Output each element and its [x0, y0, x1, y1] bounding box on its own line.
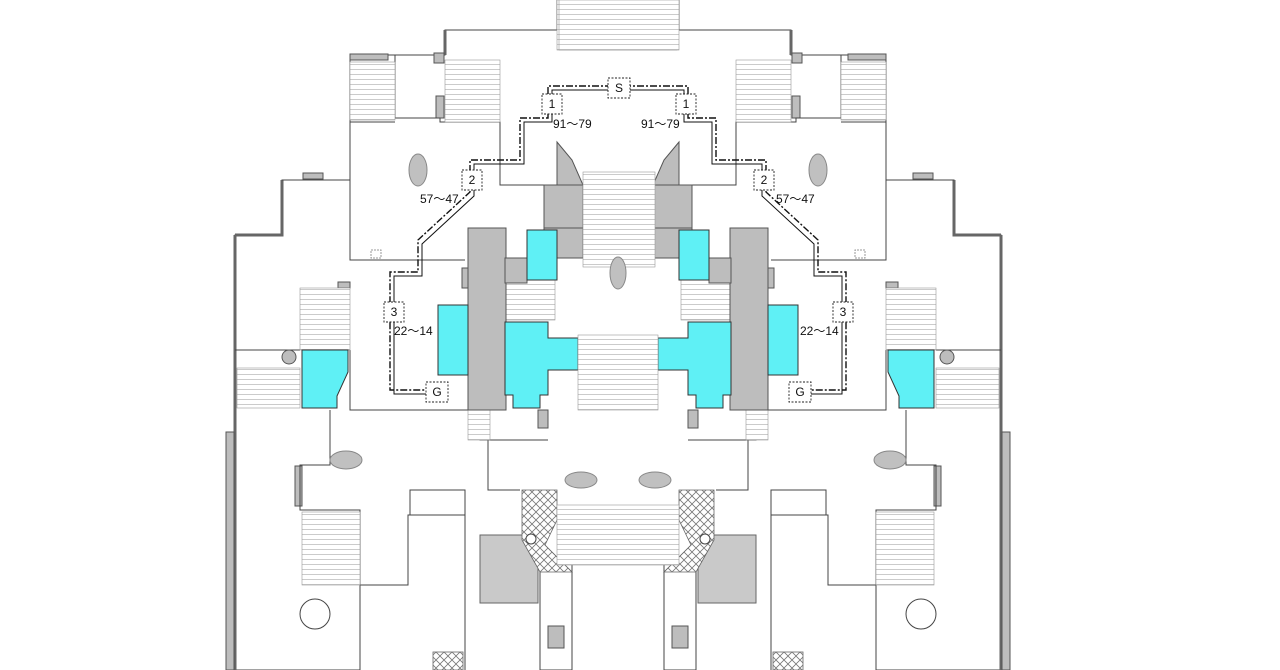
svg-text:G: G — [432, 385, 441, 399]
svg-text:3: 3 — [840, 305, 847, 319]
range-label-1-left: 91～79 — [553, 117, 592, 131]
waypoint-1-right-marker: 1 — [675, 93, 697, 115]
central-stairs-middle — [577, 334, 659, 411]
range-label-3-right: 22～14 — [800, 324, 839, 338]
central-column — [609, 256, 627, 290]
waypoint-2-right-marker: 2 — [753, 169, 775, 191]
svg-text:2: 2 — [469, 173, 476, 187]
svg-text:1: 1 — [683, 97, 690, 111]
range-label-1-right: 91～79 — [641, 117, 680, 131]
svg-text:S: S — [615, 81, 623, 95]
start-marker: S — [607, 77, 631, 99]
svg-text:G: G — [795, 385, 804, 399]
waypoint-1-left-marker: 1 — [541, 93, 563, 115]
central-stairs-lower — [556, 504, 680, 566]
goal-right-marker: G — [788, 381, 812, 403]
waypoint-3-left-marker: 3 — [383, 301, 405, 323]
range-label-3-left: 22～14 — [394, 324, 433, 338]
svg-text:3: 3 — [391, 305, 398, 319]
range-label-2-left: 57～47 — [420, 192, 459, 206]
svg-text:2: 2 — [761, 173, 768, 187]
goal-left-marker: G — [425, 381, 449, 403]
waypoint-3-right-marker: 3 — [832, 301, 854, 323]
svg-text:1: 1 — [549, 97, 556, 111]
central-stairs-upper — [582, 171, 656, 268]
waypoint-2-left-marker: 2 — [461, 169, 483, 191]
range-label-2-right: 57～47 — [776, 192, 815, 206]
